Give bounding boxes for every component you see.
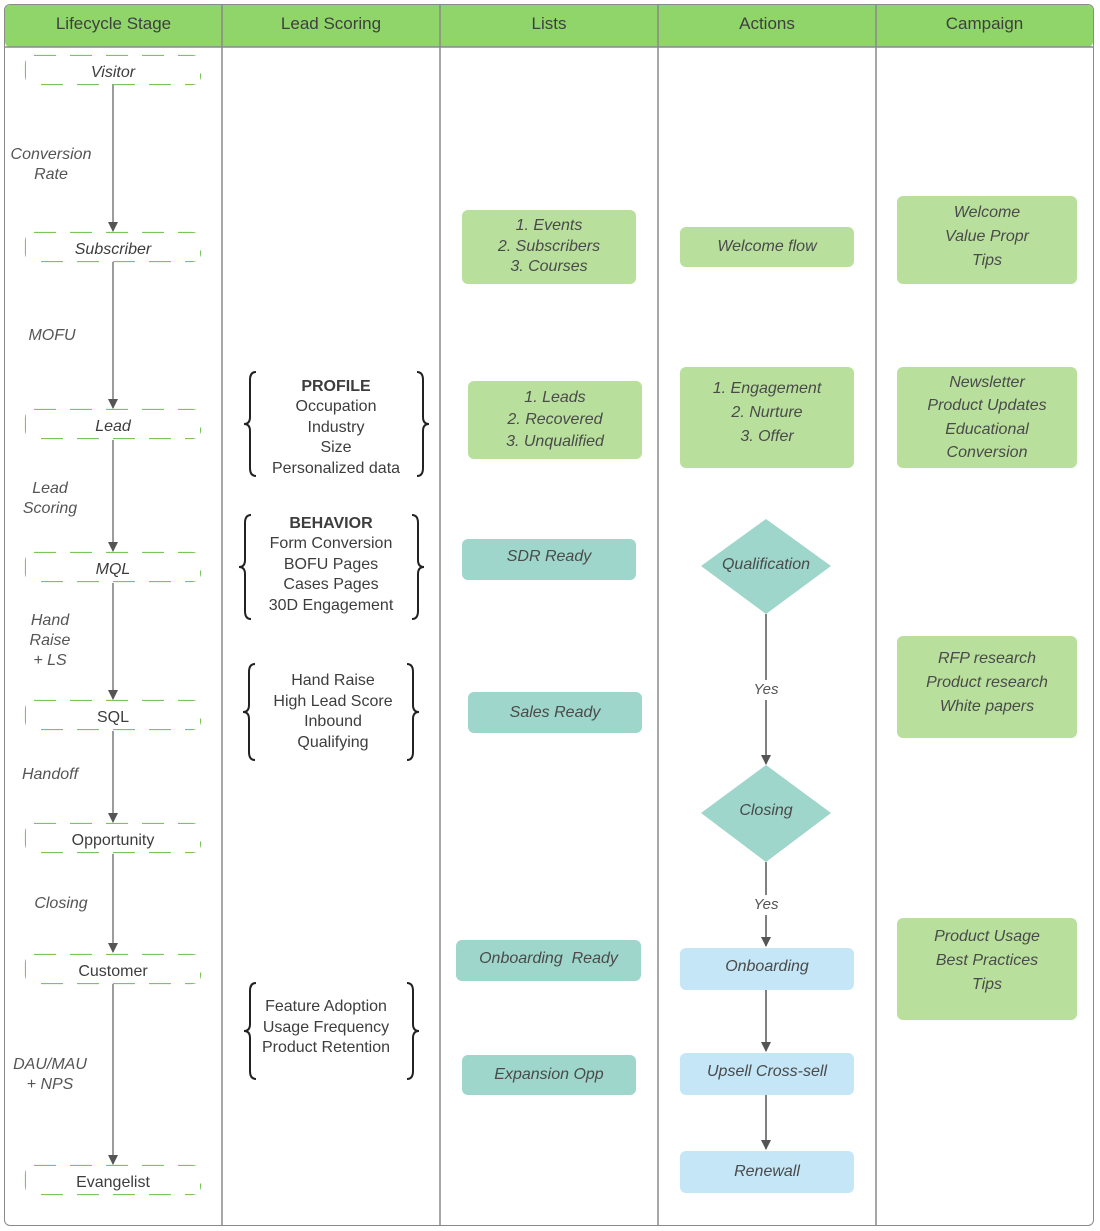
action-upsell-cross-sell: Upsell Cross-sell xyxy=(680,1053,854,1095)
transition-label: Handoff xyxy=(21,766,79,783)
transition-label: Closing xyxy=(34,895,88,912)
yes-label: Yes xyxy=(753,681,779,698)
stage-label: MQL xyxy=(26,553,200,581)
stage-label: Evangelist xyxy=(26,1166,200,1194)
stage-label: SQL xyxy=(26,701,200,729)
list-onboarding-ready: Onboarding Ready xyxy=(456,940,641,981)
stage-label: Customer xyxy=(26,955,200,983)
header-actions: Actions xyxy=(739,14,795,33)
transition-label: DAU/MAU+ NPS xyxy=(13,1056,87,1093)
lead-scoring-customer: Feature Adoption Usage Frequency Product… xyxy=(261,998,391,1057)
action-welcome-flow: Welcome flow xyxy=(680,227,854,267)
action-onboarding: Onboarding xyxy=(680,948,854,990)
diagram-frame xyxy=(4,4,1094,1226)
list-expansion-opp: Expansion Opp xyxy=(462,1055,636,1095)
stage-label: Visitor xyxy=(26,56,200,84)
closing-label: Closing xyxy=(739,802,793,819)
lead-scoring-behavior: BEHAVIOR Form Conversion BOFU Pages Case… xyxy=(268,514,394,614)
header-lifecycle-stage: Lifecycle Stage xyxy=(55,14,172,33)
stage-label: Lead xyxy=(26,410,200,438)
transition-label: MOFU xyxy=(28,327,76,344)
list-sales-ready: Sales Ready xyxy=(468,692,642,733)
yes-label: Yes xyxy=(753,896,779,913)
header-lists: Lists xyxy=(531,14,567,33)
action-renewal: Renewall xyxy=(680,1151,854,1193)
lead-scoring-sql: Hand Raise High Lead Score Inbound Quali… xyxy=(273,672,393,751)
header-lead-scoring: Lead Scoring xyxy=(280,14,382,33)
list-sdr-ready: SDR Ready xyxy=(462,539,636,580)
lead-scoring-profile: PROFILE Occupation Industry Size Persona… xyxy=(271,377,401,477)
qualification-label: Qualification xyxy=(721,556,811,573)
stage-label: Subscriber xyxy=(26,233,200,261)
header-campaign: Campaign xyxy=(945,14,1024,33)
stage-label: Opportunity xyxy=(26,824,200,852)
